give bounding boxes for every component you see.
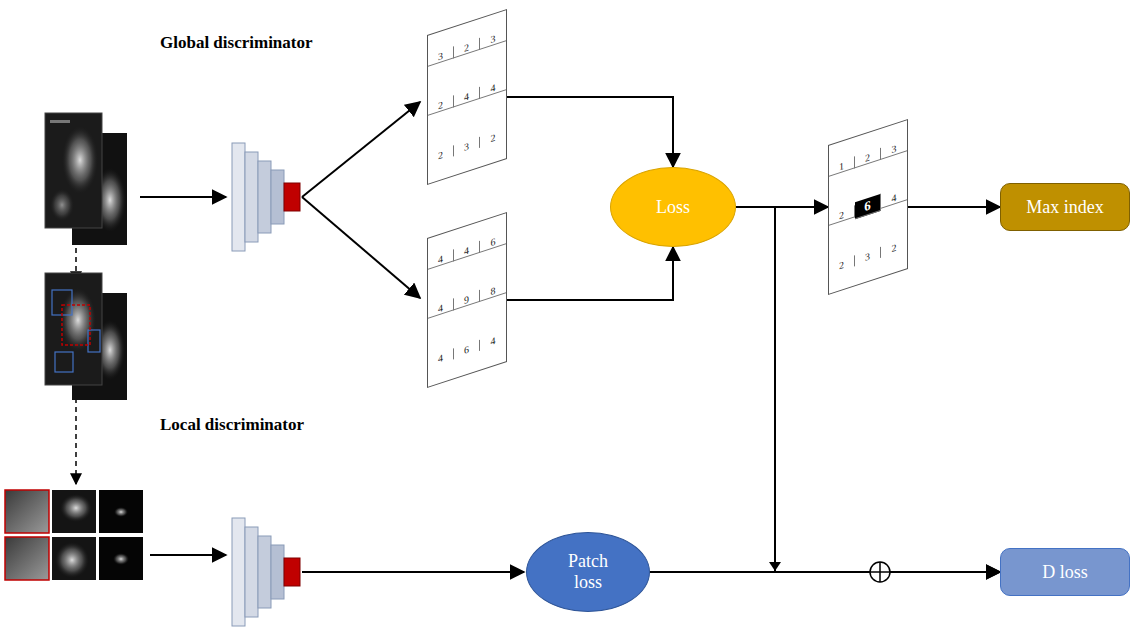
grid-cell: 4 [881,188,907,208]
cell-value: 2 [491,132,496,145]
node-label: D loss [1042,562,1088,583]
cell-value: 8 [491,285,496,298]
grid-cell: 2 [428,145,454,164]
patch-loss-ellipse: Patch loss [526,532,650,612]
grid-cell: 4 [428,348,454,367]
grid-cell: 9 [454,290,480,310]
grid-cell: 2 [454,37,480,57]
score-map: 3 2 3 2 4 4 2 3 2 [427,9,507,185]
grid-cell: 3 [454,137,480,156]
cell-value: 1 [839,159,844,172]
grid-cell: 2 [428,95,454,115]
cell-value: 3 [464,140,469,153]
section-label: Local discriminator [160,415,304,435]
connector [908,206,1000,208]
input-image [45,113,127,245]
cell-value: 6 [464,343,469,356]
connector [507,247,673,300]
grid-cell: 2 [829,205,855,225]
cell-value: 4 [892,192,897,205]
grid-cell: 2 [855,147,881,167]
cell-value: 2 [839,259,844,272]
cell-value: 2 [865,151,870,164]
patched-image [45,273,127,400]
cell-value: 9 [464,293,469,306]
node-label: Loss [656,197,690,218]
cell-value: 3 [438,49,443,62]
node-label: Max index [1026,197,1103,218]
grid-cell: 4 [428,249,454,269]
grid-cell: 6 [480,232,506,252]
grid-cell: 6 [855,194,881,219]
section-label: Global discriminator [160,33,313,53]
cell-value: 6 [491,235,496,248]
local-discriminator-icon [232,518,300,626]
node-label: Patch loss [553,551,623,592]
global-discriminator-icon [232,143,300,251]
grid-cell: 4 [428,298,454,318]
cell-value: 3 [865,250,870,263]
score-map: 4 4 6 4 9 8 4 6 4 [427,212,507,388]
cell-value: 4 [438,252,443,265]
grid-cell: 2 [881,238,907,257]
grid-cell: 3 [881,139,907,159]
grid-cell: 2 [829,255,855,274]
connector [736,207,1000,572]
cell-value: 6 [864,198,871,216]
output-box: D loss [1000,548,1130,596]
cell-value: 4 [464,90,469,103]
loss-map: 1 2 3 2 6 4 2 3 2 [828,119,908,295]
grid-cell: 3 [480,29,506,49]
loss-ellipse: Loss [610,167,736,247]
cell-value: 4 [438,302,443,315]
grid-cell: 1 [829,156,855,176]
cell-value: 2 [892,242,897,255]
grid-cell: 2 [480,128,506,147]
cell-value: 4 [438,352,443,365]
grid-cell: 4 [454,240,480,260]
connector [507,97,673,167]
cell-value: 2 [464,41,469,54]
cell-value: 4 [464,244,469,257]
grid-cell: 4 [454,87,480,107]
grid-cell: 6 [454,340,480,359]
output-box: Max index [1000,183,1130,231]
cell-value: 4 [491,335,496,348]
grid-cell: 4 [480,331,506,350]
cell-value: 3 [491,32,496,45]
grid-cell: 3 [855,247,881,266]
patch-thumbnails [5,490,143,580]
cell-value: 3 [892,142,897,155]
grid-cell: 3 [428,46,454,66]
cell-value: 2 [438,149,443,162]
grid-cell: 4 [480,78,506,98]
cell-value: 2 [839,209,844,222]
cell-value: 4 [491,82,496,95]
cell-value: 2 [438,99,443,112]
grid-cell: 8 [480,281,506,301]
connector [650,571,1000,573]
